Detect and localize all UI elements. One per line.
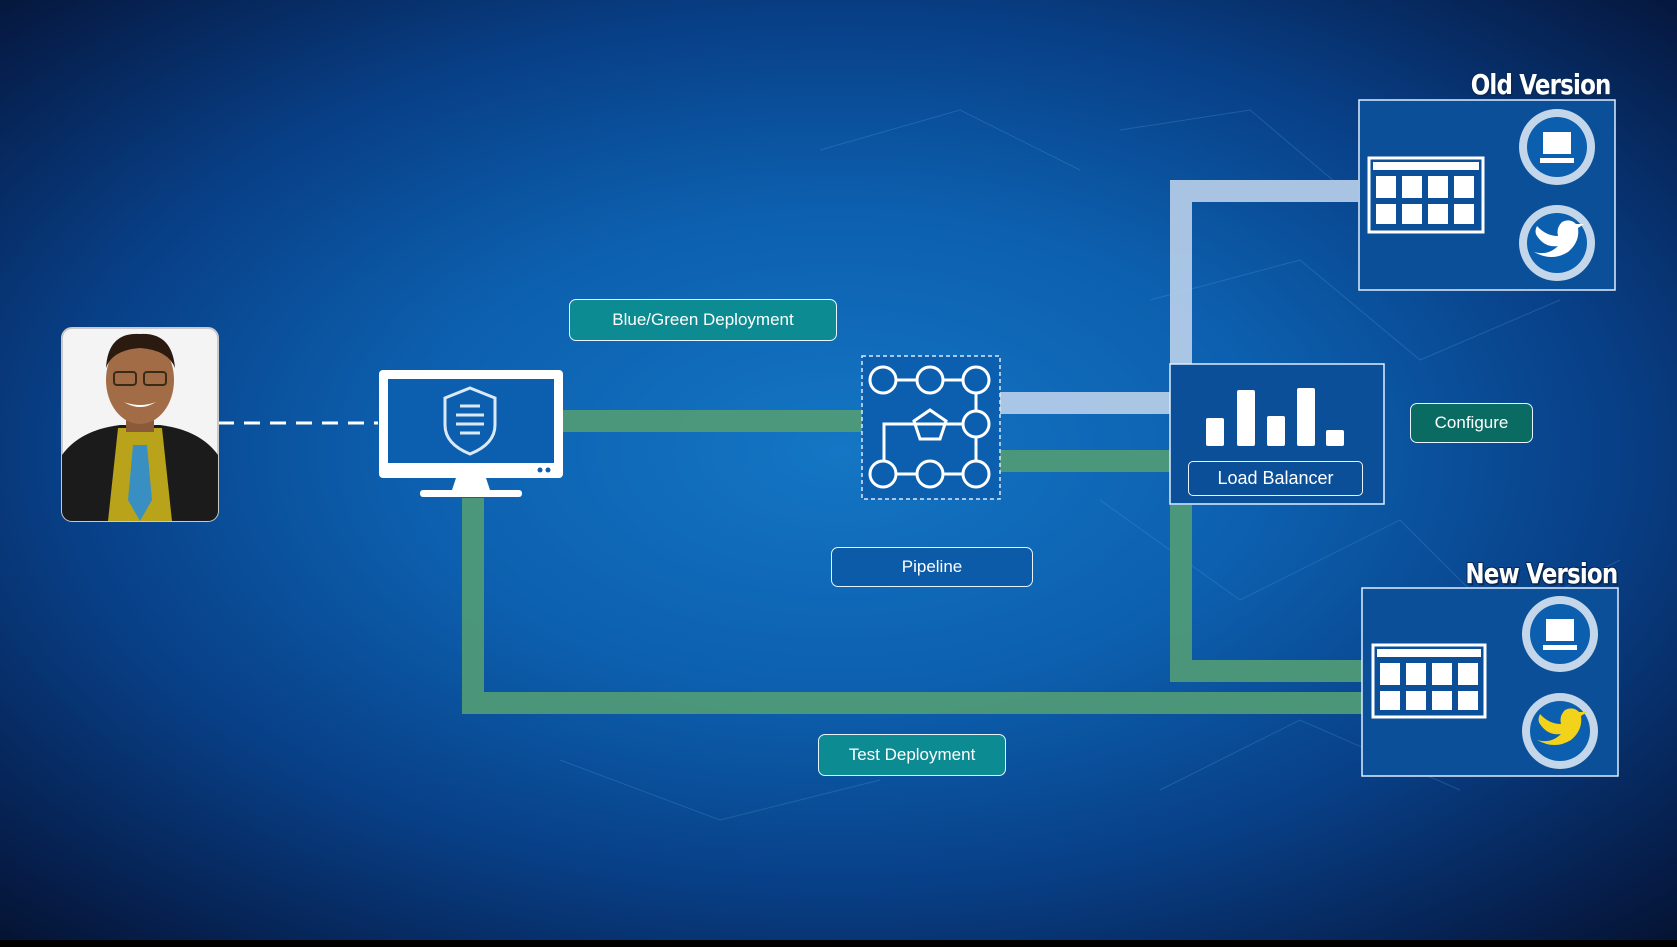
user-avatar — [61, 327, 219, 522]
blue-green-deployment-label: Blue/Green Deployment — [569, 299, 837, 341]
bar-chart-icon — [1206, 388, 1344, 446]
gear-bird-icon — [1519, 205, 1595, 281]
gear-bird-icon — [1522, 693, 1598, 769]
green-connectors — [462, 410, 1362, 714]
monitor-shield-icon — [379, 370, 563, 497]
old-version-panel-icons — [1358, 99, 1616, 291]
old-version-title: Old Version — [1471, 68, 1612, 101]
gear-monitor-icon — [1522, 596, 1598, 672]
new-version-panel-icons — [1361, 587, 1619, 777]
app-grid-icon — [1367, 156, 1485, 234]
new-version-title: New Version — [1464, 557, 1618, 590]
pipeline-label: Pipeline — [831, 547, 1033, 587]
gear-monitor-icon — [1519, 109, 1595, 185]
configure-label: Configure — [1410, 403, 1533, 443]
light-connectors — [1000, 180, 1358, 414]
load-balancer-label: Load Balancer — [1188, 461, 1363, 496]
test-deployment-label: Test Deployment — [818, 734, 1006, 776]
app-grid-icon — [1371, 643, 1487, 719]
pipeline-nodes-icon — [861, 355, 1001, 500]
bottom-bar — [0, 940, 1677, 947]
